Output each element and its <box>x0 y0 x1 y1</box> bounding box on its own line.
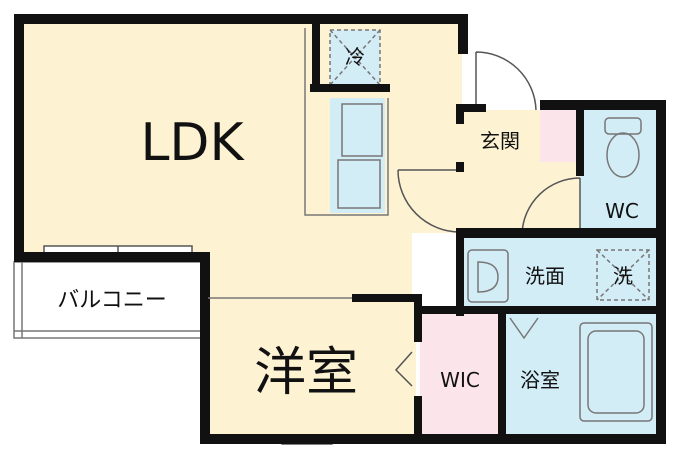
wall-ldk-right <box>456 104 464 124</box>
wall-ldk-bottom-left <box>14 252 210 262</box>
yokushitsu-floor <box>503 312 660 438</box>
balcony-frame <box>13 261 207 339</box>
wall-senmen-bottom <box>416 306 666 314</box>
wall-wic-left <box>414 294 422 342</box>
bathtub <box>579 322 653 422</box>
sink-basin <box>337 159 381 209</box>
walls <box>14 14 666 444</box>
wall-genkan-divider <box>456 162 464 172</box>
genkan-step <box>540 110 580 162</box>
doors <box>394 51 581 387</box>
fridge-cross-b <box>329 29 381 86</box>
labels: LDK 洋室 バルコニー WIC 玄関 WC 洗面 浴室 冷 洗 <box>57 45 639 403</box>
wall-ldk-bedroom <box>352 294 422 302</box>
ldk-door <box>397 169 462 233</box>
wall-bottom <box>200 434 666 444</box>
entrance-door <box>475 51 537 111</box>
senmen-label: 洗面 <box>525 264 565 288</box>
balcony-label: バルコニー <box>57 288 167 313</box>
wall-right-outer <box>656 100 666 444</box>
youshitsu-floor <box>208 298 416 438</box>
wall-ldk-right-upper <box>458 14 468 54</box>
wc-door <box>521 177 581 235</box>
wall-wc-left <box>576 104 584 176</box>
wall-top <box>14 14 468 24</box>
toilet-bowl <box>606 132 640 178</box>
wall-wic-left-low <box>414 396 422 440</box>
wall-genkan-top <box>462 104 486 112</box>
wall-left <box>14 14 24 262</box>
wall-fridge-bottom <box>310 84 390 92</box>
balcony <box>13 261 207 339</box>
washer-cross-b <box>596 249 650 301</box>
washbasin <box>467 249 509 303</box>
wc-label: WC <box>605 199 639 223</box>
wc-floor <box>580 108 660 236</box>
wall-wic-right <box>498 306 506 440</box>
ldk-label: LDK <box>140 113 245 173</box>
fixtures <box>467 117 653 422</box>
wall-bedroom-left <box>200 252 210 444</box>
kitchen-counter <box>304 28 389 216</box>
washbasin-bowl <box>477 261 499 293</box>
genkan-label: 玄関 <box>480 129 520 153</box>
washer-label: 洗 <box>613 264 633 288</box>
bathtub-inner <box>587 330 645 414</box>
wic-floor <box>420 312 503 438</box>
sink-inner <box>341 103 383 157</box>
youshitsu-label: 洋室 <box>254 343 358 403</box>
wall-wc-top <box>540 100 666 110</box>
toilet-tank <box>604 117 642 135</box>
bath-door-swing <box>509 317 539 340</box>
wall-senmen-left <box>456 228 464 316</box>
wall-genkan-bottom <box>456 228 666 238</box>
wic-door <box>394 351 413 387</box>
wall-fridge-left <box>312 22 320 92</box>
washer-box <box>596 249 650 301</box>
wic-label: WIC <box>440 368 480 392</box>
yokushitsu-label: 浴室 <box>520 368 560 392</box>
kitchen <box>304 28 389 216</box>
fridge-label: 冷 <box>345 45 365 69</box>
